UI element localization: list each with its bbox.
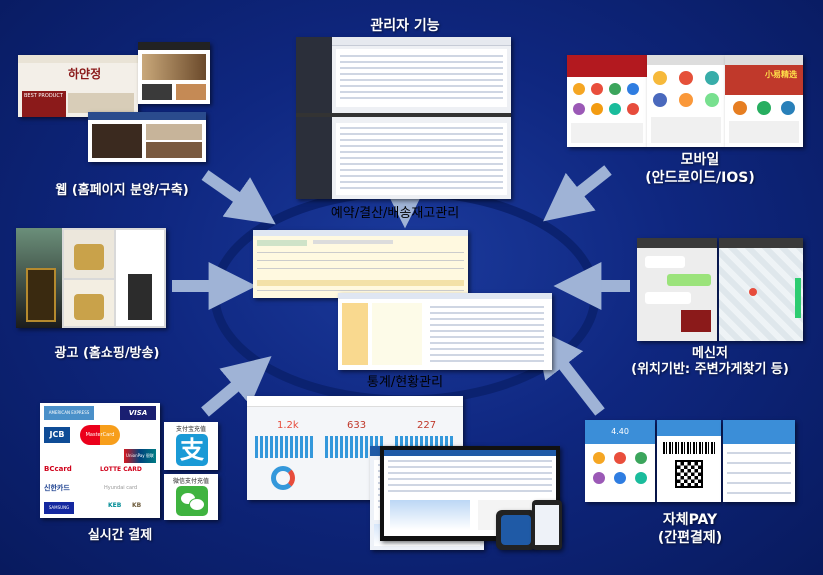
qr-code-icon: [675, 460, 703, 488]
phone-screenshot: [532, 500, 562, 550]
alipay-icon: 支: [176, 434, 208, 466]
wechat-title: 微信支付充值: [172, 478, 209, 485]
selfpay-screenshot-3: [723, 420, 795, 502]
arrow-mobile: [543, 165, 612, 222]
mobile-screenshot-3: 小易精选: [725, 55, 803, 147]
selfpay-label: 자체PAY (간편결제): [630, 512, 750, 547]
samsung-logo: SAMSUNG: [44, 502, 74, 514]
web-screenshot-3: [88, 112, 206, 162]
selfpay-qr-screen: [657, 420, 721, 502]
unionpay-logo: UnionPay 银联: [124, 449, 156, 463]
visa-logo: VISA: [120, 406, 156, 420]
center-bottom-label: 통계/현황관리: [366, 375, 444, 390]
messenger-label: 메신저 (위치기반: 주변가게찾기 등): [600, 346, 820, 379]
hyundai-logo: Hyundai card: [104, 485, 138, 491]
messenger-label-line2: (위치기반: 주변가게찾기 등): [631, 362, 789, 378]
selfpay-label-line2: (간편결제): [657, 529, 723, 546]
bccard-logo: BCcard: [44, 465, 72, 473]
admin-label: 관리자 기능: [370, 18, 440, 34]
admin-screenshot: [296, 37, 511, 199]
ads-label: 광고 (홈쇼핑/방송): [54, 346, 160, 361]
booking-screenshot: [253, 230, 468, 298]
web-screenshot-1: 하얀정 BEST PRODUCT: [18, 55, 138, 117]
web-label: 웹 (홈페이지 분양/구축): [55, 183, 189, 198]
messenger-screenshot-1: [637, 238, 717, 341]
shinhan-logo: 신한카드: [44, 484, 70, 492]
arrow-web: [201, 170, 276, 225]
selfpay-screenshot-1: 4.40: [585, 420, 655, 502]
mobile-label: 모바일 (안드로이드/IOS): [620, 152, 780, 187]
kb-logo: KB: [132, 502, 142, 509]
amex-logo: AMERICAN EXPRESS: [44, 406, 94, 420]
wechat-panel: 微信支付充值: [164, 474, 218, 520]
watch-screenshot: [496, 510, 536, 550]
inventory-screenshot: [338, 293, 552, 370]
selfpay-label-line1: 자체PAY: [662, 512, 718, 528]
web-screenshot-2: [138, 42, 210, 104]
messenger-label-line1: 메신저: [692, 346, 728, 361]
keb-logo: KEB: [108, 502, 122, 509]
ads-screenshot: [16, 228, 166, 328]
wechat-icon: [176, 486, 208, 516]
mobile-screenshot-1: [567, 55, 647, 147]
arrow-payment: [201, 356, 272, 417]
arrow-selfpay: [534, 327, 605, 416]
mobile-label-line1: 모바일: [680, 152, 720, 168]
card-logos-panel: AMERICAN EXPRESS VISA JCB MasterCard Uni…: [40, 403, 160, 518]
jcb-logo: JCB: [44, 427, 70, 443]
lottecard-logo: LOTTE CARD: [100, 466, 142, 473]
mobile-label-line2: (안드로이드/IOS): [645, 169, 755, 186]
mastercard-logo: MasterCard: [80, 425, 120, 445]
payment-label: 실시간 결제: [87, 528, 153, 543]
messenger-screenshot-2: [719, 238, 803, 341]
center-top-label: 예약/결산/배송재고관리: [330, 206, 460, 221]
alipay-title: 支付宝充值: [175, 426, 206, 433]
alipay-panel: 支付宝充值 支: [164, 422, 218, 470]
mobile-screenshot-2: [647, 55, 725, 147]
